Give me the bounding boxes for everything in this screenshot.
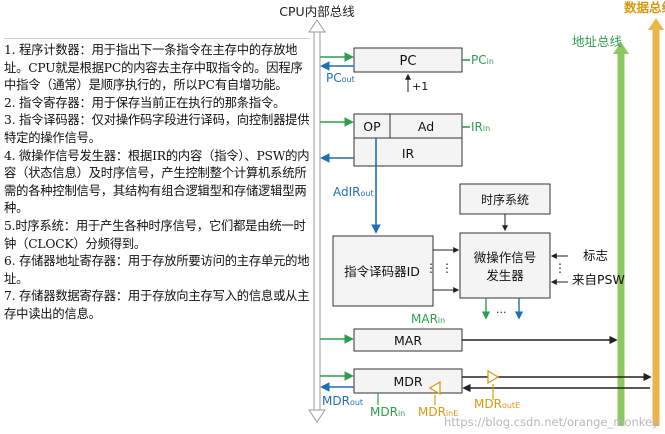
mdr-register [353,368,463,394]
description-item-mdr: 7. 存储器数据寄存器：用于存放向主存写入的信息或从主存中读出的信息。 [4,289,310,321]
mar-in-signal: MARin [411,312,445,326]
ir-label: IR [402,146,415,161]
timing-system-label: 时序系统 [481,192,529,207]
instruction-decoder-label: 指令译码器ID [344,264,420,279]
micro-op-input-dots: ⋮ [441,261,453,275]
ir-in-signal: IRin [471,120,490,134]
mdr-out-signal: MDRout [322,394,363,408]
description-item-timing: 5.时序系统：用于产生各种时序信号，它们都是由统一时钟（CLOCK）分频得到。 [4,218,306,251]
watermark: https://blog.csdn.net/orange_monkey [444,415,659,429]
mdr-in-e-buffer [428,380,441,396]
mar-label: MAR [394,333,422,348]
pc-increment-label: +1 [412,80,428,93]
data-bus [648,18,664,426]
cpu-bus-label: CPU内部总线 [279,4,355,19]
decoder-output-dots: ⋮ [425,261,437,275]
mdr-label: MDR [393,374,422,389]
mdr-in-e-signal: MDRinE [418,405,458,419]
pc-in-signal: PCin [471,53,494,67]
instruction-decoder-box [332,235,434,307]
psw-flag-label-line1: 标志 [583,248,608,263]
micro-op-flag-dots: ⋮ [554,261,566,275]
micro-op-generator-box [459,232,551,299]
mdr-out-e-signal: MDRoutE [474,397,520,411]
psw-flag-label-line2: 来自PSW [572,272,625,287]
address-bus [613,42,629,426]
description-item-mar: 6. 存储器地址寄存器：用于存放所要访问的主存单元的地址。 [4,254,310,286]
micro-op-label-line2: 发生器 [486,268,524,283]
pc-register [353,47,463,73]
description-item-ir: 2. 指令寄存器：用于保存当前正在执行的那条指令。 [4,95,286,110]
description-item-id: 3. 指令译码器：仅对操作码字段进行译码，向控制器提供特定的操作信号。 [4,113,310,145]
cpu-internal-bus [308,19,326,423]
op-field: OP [363,119,381,134]
data-bus-label: 数据总线 [623,0,665,15]
micro-op-label-line1: 微操作信号 [474,250,537,265]
mdr-out-e-buffer [487,369,500,385]
adir-out-signal: AdIRout [333,185,374,199]
description-item-pc: 1. 程序计数器：用于指出下一条指令在主存中的存放地址。CPU就是根据PC的内容… [4,43,303,93]
timing-system-box [459,183,551,215]
description-item-micro: 4. 微操作信号发生器：根据IR的内容（指令）、PSW的内容（状态信息）及时序信… [4,148,310,216]
mdr-in-signal: MDRin [370,405,405,419]
ir-register [353,113,463,167]
description-panel: 1. 程序计数器：用于指出下一条指令在主存中的存放地址。CPU就是根据PC的内容… [4,38,310,324]
ad-field: Ad [418,119,434,134]
address-bus-label: 地址总线 [572,34,623,49]
pc-out-signal: PCout [326,71,355,85]
pc-label: PC [400,54,417,69]
micro-out-dots: ... [496,303,507,316]
